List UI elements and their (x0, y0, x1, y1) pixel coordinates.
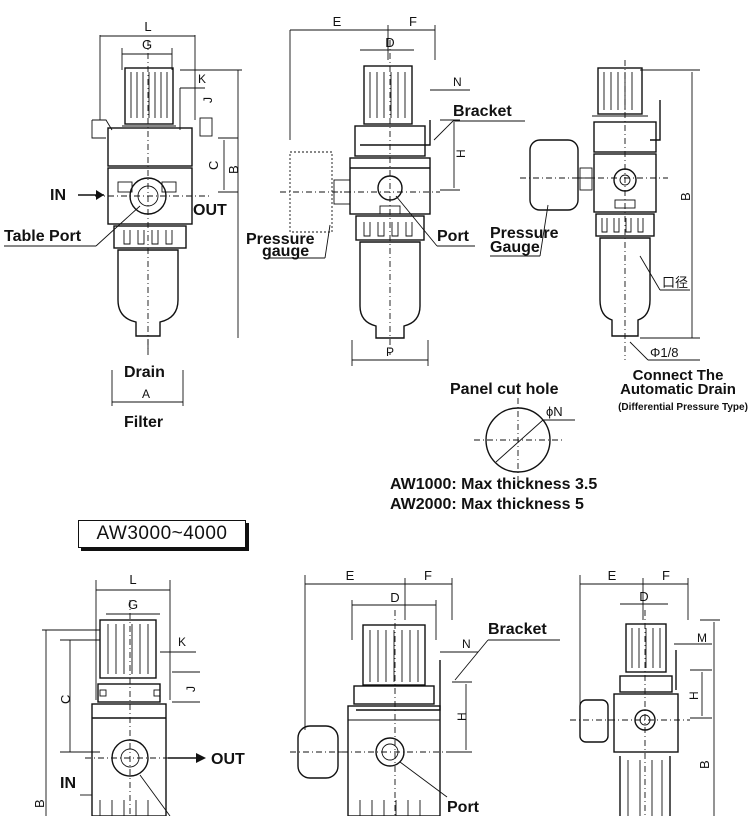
dim-J-2: J (184, 686, 198, 692)
label-out: OUT (193, 202, 227, 219)
dim-G-2: G (128, 597, 138, 612)
dim-B-2: B (678, 192, 693, 201)
dim-E-3: E (608, 568, 617, 583)
label-connect-1: Connect The (633, 367, 724, 384)
dim-F: F (409, 14, 417, 29)
dim-G: G (142, 37, 152, 52)
dim-N-2: N (462, 637, 471, 651)
dim-B: B (226, 165, 241, 174)
dim-K-2: K (178, 635, 186, 649)
dim-M: M (697, 631, 707, 645)
label-pressure-gauge-1b: gauge (262, 243, 309, 260)
label-connect-3: (Differential Pressure Type) (618, 402, 748, 413)
label-drain: Drain (124, 364, 165, 381)
label-out-2: OUT (211, 751, 245, 768)
label-bracket-2: Bracket (488, 621, 547, 638)
label-pressure-gauge-1a: Pressure (246, 231, 315, 248)
view-aw3000-side: E F D N Bracket H Port (290, 568, 560, 816)
dim-L-2: L (129, 572, 136, 587)
label-table-port: Table Port (4, 228, 82, 245)
series-header: AW3000~4000 (78, 520, 246, 548)
label-connect-2: Automatic Drain (620, 381, 736, 398)
dim-N: N (453, 75, 462, 89)
label-port-2: Port (447, 799, 480, 816)
dim-D-3: D (639, 589, 648, 604)
dim-A: A (142, 387, 150, 401)
label-phi-n: ϕN (546, 404, 563, 419)
dim-H-3: H (687, 691, 701, 700)
dim-E: E (333, 14, 342, 29)
dim-C-2: C (58, 695, 73, 704)
dim-J: J (201, 97, 215, 103)
label-pressure-gauge-2b: Gauge (490, 239, 540, 256)
dim-B-4: B (697, 760, 712, 769)
view-side-bracket: E F D N Bracket H Pressure gauge (246, 14, 525, 366)
dim-C: C (206, 161, 221, 170)
dim-L: L (144, 19, 151, 34)
dim-H-2: H (455, 712, 469, 721)
label-in-2: IN (60, 775, 76, 792)
view-filter-regulator: L G K J C B (4, 19, 242, 431)
dim-K: K (198, 72, 206, 86)
dim-F-3: F (662, 568, 670, 583)
label-in: IN (50, 187, 66, 204)
dim-E-2: E (346, 568, 355, 583)
view-aw3000-front: L G K J C B OUT IN (32, 572, 245, 816)
dim-D-2: D (390, 590, 399, 605)
view-auto-drain: B Pressure Gauge 口径 Φ1/8 Connect The Aut… (490, 60, 748, 413)
label-aw2000: AW2000: Max thickness 5 (390, 496, 584, 513)
panel-cut-hole: Panel cut hole ϕN AW1000: Max thickness … (390, 381, 597, 513)
label-bracket-1: Bracket (453, 103, 512, 120)
label-filter: Filter (124, 414, 163, 431)
label-panel-cut-hole: Panel cut hole (450, 381, 559, 398)
dim-P: P (386, 345, 394, 359)
label-pressure-gauge-2a: Pressure (490, 225, 559, 242)
dim-H: H (454, 149, 468, 158)
label-port-1: Port (437, 228, 470, 245)
dim-F-2: F (424, 568, 432, 583)
dim-B-3: B (32, 799, 47, 808)
label-aw1000: AW1000: Max thickness 3.5 (390, 476, 597, 493)
label-thread: Φ1/8 (650, 345, 678, 360)
label-caliber: 口径 (662, 275, 688, 290)
view-aw3000-auto: E F D M H B (570, 568, 720, 816)
